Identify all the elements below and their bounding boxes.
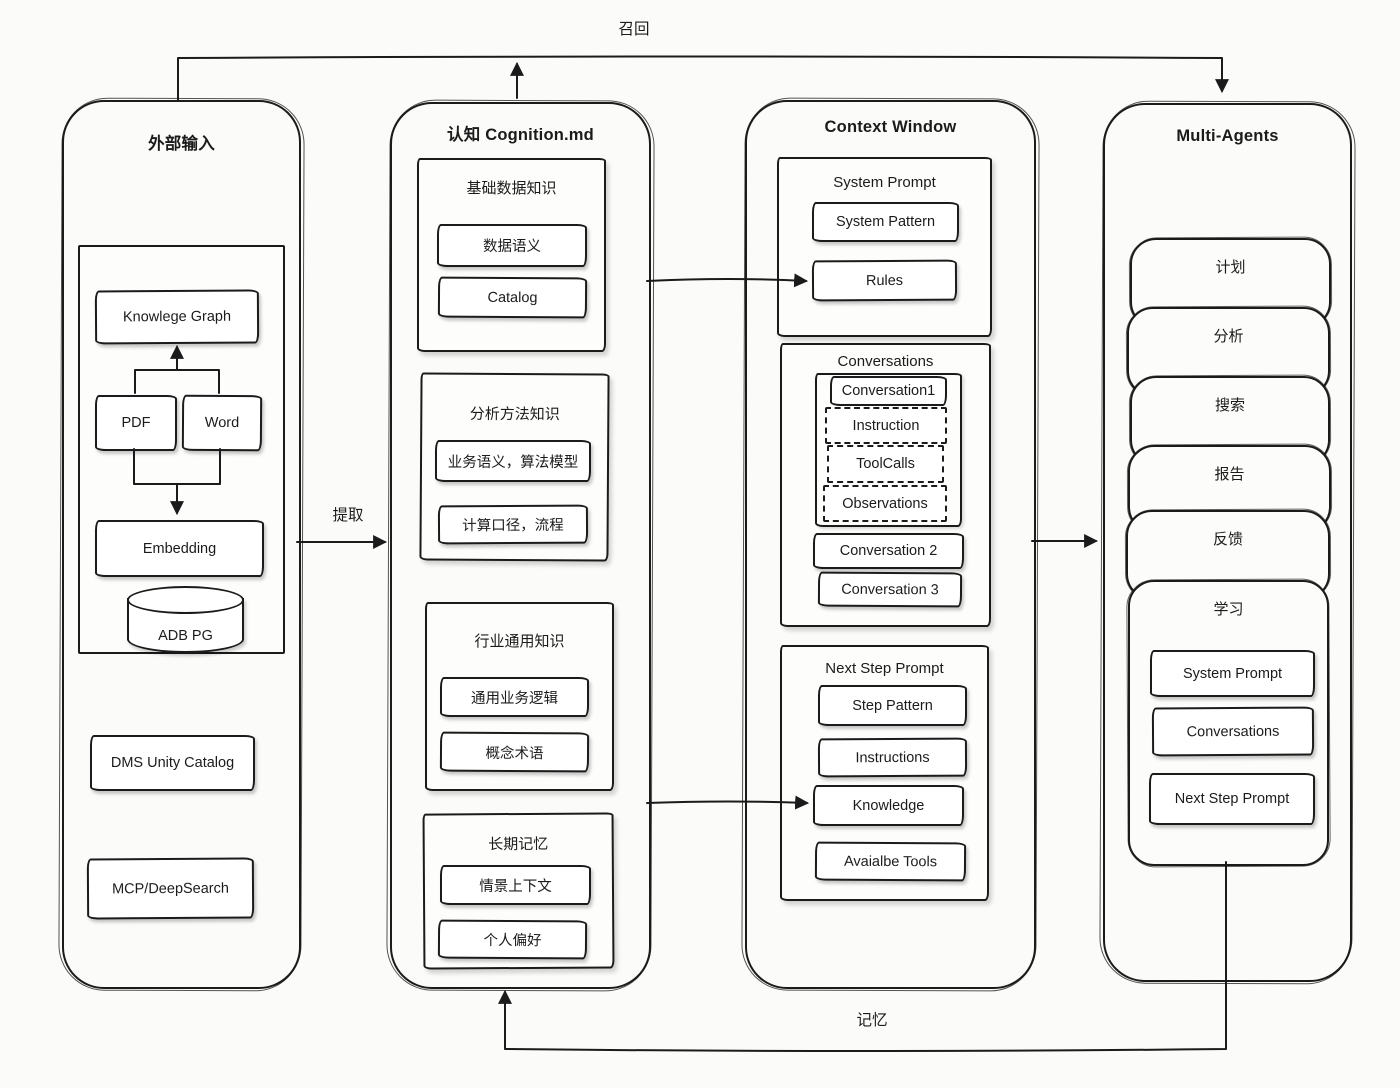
agent-label: 报告 — [1214, 466, 1245, 483]
group-title: 行业通用知识 — [474, 633, 565, 650]
column-title: 认知 Cognition.md — [447, 126, 594, 144]
node-conversation-2: Conversation 2 — [813, 533, 964, 569]
node-catalog: Catalog — [437, 276, 588, 319]
node-instructions: Instructions — [817, 737, 968, 778]
node-instruction: Instruction — [825, 407, 947, 444]
node-agent-next-step-prompt: Next Step Prompt — [1149, 773, 1315, 825]
node-knowledge: Knowledge — [813, 785, 964, 826]
column-title: Context Window — [824, 118, 957, 136]
node-adb-pg-database: ADB PG — [127, 586, 244, 653]
group-title: Conversations — [837, 353, 934, 370]
node-toolcalls: ToolCalls — [827, 445, 944, 483]
node-data-semantics: 数据语义 — [437, 224, 587, 267]
node-conversation1: Conversation1 — [830, 376, 947, 406]
node-mcp-deepsearch: MCP/DeepSearch — [86, 857, 255, 920]
label-recall: 召回 — [618, 21, 650, 38]
group-title: 长期记忆 — [488, 835, 549, 854]
agent-label: 反馈 — [1212, 531, 1243, 548]
node-word: Word — [181, 394, 263, 452]
node-agent-conversations: Conversations — [1151, 706, 1315, 757]
node-dms-unity-catalog: DMS Unity Catalog — [90, 735, 255, 791]
node-concept-terms: 概念术语 — [439, 731, 590, 773]
group-title: Next Step Prompt — [825, 660, 944, 677]
agent-label: 分析 — [1213, 328, 1244, 345]
agent-label: 搜索 — [1214, 397, 1245, 414]
column-title: Multi-Agents — [1176, 127, 1279, 145]
arrow-recall-to-multi-agents — [177, 55, 1229, 101]
group-title: System Prompt — [833, 174, 936, 191]
agent-label: 计划 — [1215, 259, 1246, 276]
node-knowledge-graph: Knowlege Graph — [94, 289, 260, 345]
group-title: 分析方法知识 — [469, 405, 560, 424]
cylinder-top-ellipse — [127, 586, 244, 614]
node-common-business-logic: 通用业务逻辑 — [440, 677, 589, 717]
group-system-prompt: System Prompt — [777, 157, 992, 337]
node-system-pattern: System Pattern — [812, 202, 959, 242]
node-embedding: Embedding — [95, 520, 264, 577]
node-pdf: PDF — [95, 395, 177, 451]
node-observations: Observations — [823, 485, 947, 522]
agent-label: 学习 — [1213, 601, 1244, 618]
label-extract: 提取 — [332, 507, 364, 524]
node-personal-preference: 个人偏好 — [437, 919, 588, 960]
node-agent-system-prompt: System Prompt — [1150, 650, 1315, 697]
cylinder-label: ADB PG — [158, 628, 213, 644]
node-business-semantics-models: 业务语义，算法模型 — [435, 440, 591, 482]
label-memory: 记忆 — [856, 1012, 888, 1029]
node-calc-caliber-process: 计算口径，流程 — [437, 504, 589, 545]
column-external-input: 外部输入 — [62, 100, 301, 989]
group-title: 基础数据知识 — [466, 180, 557, 197]
node-rules: Rules — [811, 259, 958, 302]
column-title: 外部输入 — [148, 135, 215, 153]
node-conversation-3: Conversation 3 — [817, 571, 963, 608]
column-multi-agents: Multi-Agents — [1103, 103, 1352, 982]
node-episodic-context: 情景上下文 — [440, 865, 591, 905]
node-available-tools: Avaialbe Tools — [814, 841, 967, 882]
node-step-pattern: Step Pattern — [818, 685, 967, 726]
